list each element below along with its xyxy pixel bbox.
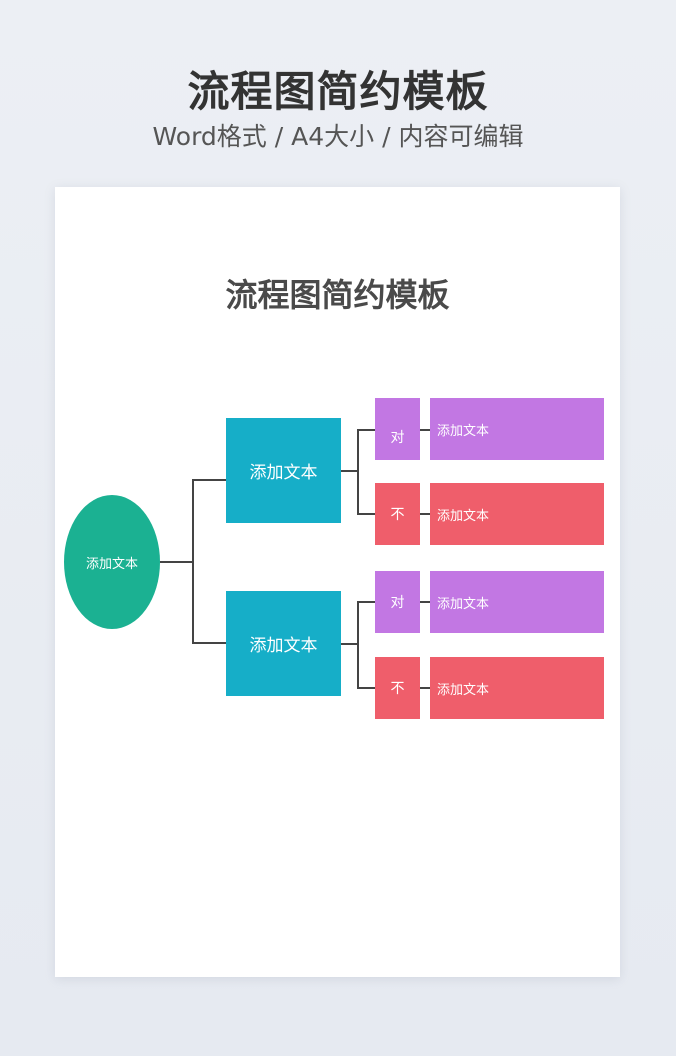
- yes-text-1[interactable]: 添加文本: [430, 398, 604, 460]
- no-text-2[interactable]: 添加文本: [430, 657, 604, 719]
- no-tag-1[interactable]: 不: [375, 483, 420, 545]
- yes-text-2[interactable]: 添加文本: [430, 571, 604, 633]
- hero-subtitle: Word格式 / A4大小 / 内容可编辑: [152, 122, 524, 151]
- connector-mid-1-vertical: [357, 429, 359, 515]
- branch-node-1[interactable]: 添加文本: [226, 418, 341, 523]
- connector-root: [160, 561, 193, 563]
- connector-tag-3: [420, 601, 430, 603]
- yes-tag-2[interactable]: 对: [375, 571, 420, 633]
- connector-tag-4: [420, 687, 430, 689]
- connector-mid-2: [341, 643, 358, 645]
- connector-mid-1-no: [357, 513, 375, 515]
- document-page: 流程图简约模板 添加文本 添加文本 添加文本 对 添加文本 不 添加文本 对 添…: [55, 187, 620, 977]
- hero-title: 流程图简约模板: [187, 67, 489, 116]
- connector-mid-2-no: [357, 687, 375, 689]
- connector-mid-1: [341, 470, 358, 472]
- branch-node-2[interactable]: 添加文本: [226, 591, 341, 696]
- connector-branch-1: [192, 479, 226, 481]
- connector-mid-2-vertical: [357, 601, 359, 688]
- connector-mid-2-yes: [357, 601, 375, 603]
- yes-tag-1[interactable]: 对: [375, 398, 420, 460]
- document-title: 流程图简约模板: [225, 276, 450, 314]
- connector-branch-2: [192, 642, 226, 644]
- connector-tag-2: [420, 513, 430, 515]
- root-node[interactable]: 添加文本: [64, 495, 160, 629]
- connector-root-vertical: [192, 479, 194, 644]
- no-text-1[interactable]: 添加文本: [430, 483, 604, 545]
- connector-tag-1: [420, 429, 430, 431]
- connector-mid-1-yes: [357, 429, 375, 431]
- no-tag-2[interactable]: 不: [375, 657, 420, 719]
